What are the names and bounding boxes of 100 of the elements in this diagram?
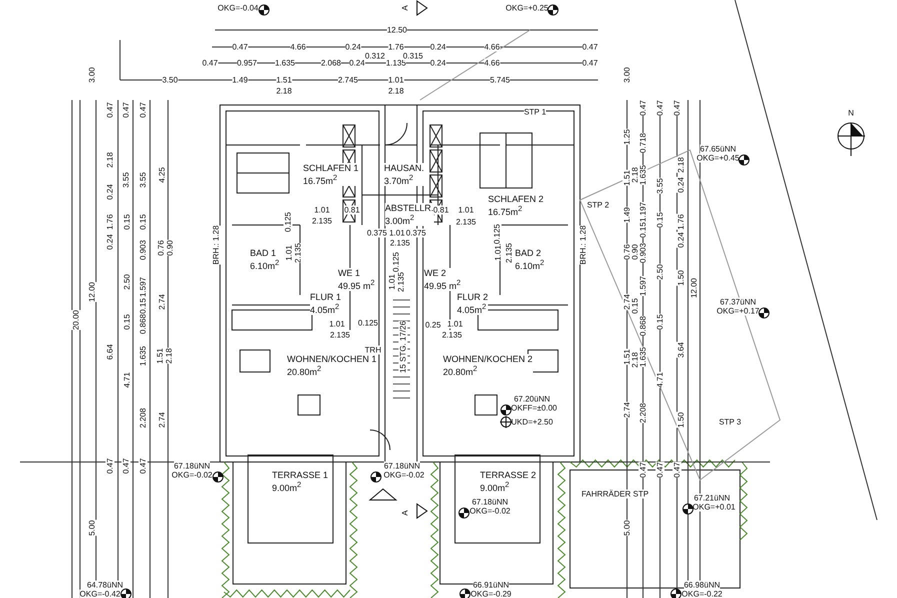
elevation-text: OKG=-0.04	[218, 4, 258, 12]
dimension-text: 3.00	[88, 67, 96, 83]
dimension-text: 0.312	[364, 52, 386, 60]
elevation-text: OKG=+0.25	[506, 4, 548, 12]
annotation-text: 15 STG. 17/26	[398, 320, 408, 374]
dimension-text: 0.125	[492, 224, 502, 244]
dimension-text: 2.50	[656, 264, 664, 280]
room-name: WOHNEN/KOCHEN 2	[443, 354, 533, 364]
dimension-text: 0.24	[430, 42, 446, 52]
annotation-text: TRH	[364, 346, 382, 354]
dimension-text: 4.71	[656, 372, 664, 388]
room-area: 49.95 m$^{2}$	[424, 278, 461, 291]
dimension-text: 12.50	[386, 26, 408, 34]
dimension-text: 1.635	[274, 58, 296, 68]
dimension-text: 3.64	[676, 342, 686, 358]
dimension-text: 2.74	[622, 294, 632, 310]
dimension-text: 1.76	[676, 214, 686, 230]
room-area: 3.70m$^{2}$	[384, 173, 424, 186]
dimension-text: 0.76	[156, 240, 166, 256]
dimension-text: 1.51	[276, 76, 292, 84]
dimension-text: 1.51	[622, 170, 632, 186]
dimension-text: 0.47	[638, 462, 648, 478]
dimension-text: 1.635	[138, 346, 148, 366]
dimension-text: 3.00	[622, 67, 632, 83]
room-area: 20.80m$^{2}$	[443, 364, 533, 377]
room-area: 4.05m$^{2}$	[457, 302, 488, 315]
annotation-text: FAHRRÄDER STP	[581, 490, 649, 498]
dimension-text: 2.135	[442, 330, 462, 340]
dimension-text: 2.135	[504, 242, 514, 264]
dimension-text: 2.135	[294, 242, 302, 264]
dimension-text: 5.00	[622, 520, 632, 536]
dimension-text: 1.51	[156, 348, 164, 364]
elevation-text: UKD=+2.50	[511, 418, 553, 426]
dimension-text: 2.18	[164, 348, 174, 364]
annotation-text: BRH.: 1.28	[578, 225, 588, 265]
room-area: 3.00m$^{2}$	[385, 213, 434, 226]
dimension-text: 1.76	[106, 214, 114, 230]
room-area: 6.10m$^{2}$	[250, 258, 280, 271]
dimension-text: 0.24	[430, 58, 446, 68]
elevation-text: 67.18üNN	[472, 498, 508, 506]
dimension-text: 0.47	[232, 42, 248, 52]
dimension-text: 0.47	[106, 102, 114, 118]
elevation-text: 67.20üNN	[514, 394, 550, 404]
dimension-text: 0.315	[402, 52, 424, 60]
dimension-text: 0.868	[138, 314, 148, 334]
dimension-text: 4.71	[122, 372, 132, 388]
dimension-text: 1.135	[386, 58, 406, 68]
room-name: FLUR 2	[457, 292, 488, 302]
elevation-text: 64.78üNN	[86, 580, 124, 590]
elevation-text: OKFF=±0.00	[511, 404, 557, 412]
room-area: 4.05m$^{2}$	[310, 302, 342, 315]
elevation-text: OKG=+0.45	[696, 154, 740, 162]
dimension-text: 6.64	[106, 344, 114, 360]
dimension-text: 5.745	[490, 76, 510, 84]
dimension-text: 0.47	[656, 100, 664, 116]
dimension-text: 0.125	[358, 318, 378, 328]
elevation-text: OKG=+0.01	[692, 502, 736, 512]
dimension-text: 2.135	[456, 218, 476, 226]
dimension-text: 0.47	[638, 100, 648, 116]
dimension-text: 12.00	[690, 278, 698, 298]
dimension-text: 0.718	[638, 132, 648, 154]
dimension-text: 1.01	[447, 320, 463, 328]
dimension-text: 0.47	[106, 458, 114, 474]
elevation-text: OKG=+0.17	[716, 306, 760, 316]
annotation-text: A	[400, 5, 410, 11]
dimension-text: 1.197	[638, 202, 648, 222]
dimension-text: 2.74	[622, 402, 632, 418]
dimension-text: 0.15	[638, 222, 648, 238]
dimension-text: 0.47	[672, 462, 682, 478]
dimension-text: 0.24	[106, 184, 114, 200]
dimension-text: 2.135	[312, 216, 332, 226]
dimension-text: 1.635	[638, 164, 648, 186]
dimension-text: 1.01	[388, 274, 396, 290]
dimension-text: 1.76	[388, 42, 404, 52]
dimension-text: 0.24	[106, 234, 114, 250]
dimension-text: 2.745	[338, 76, 358, 84]
dimension-text: 1.51	[622, 349, 632, 365]
dimension-text: 1.49	[232, 76, 248, 84]
room-name: HAUSAN.	[384, 163, 424, 173]
room-name: ABSTELLR.	[385, 203, 434, 213]
dimension-text: 2.068	[320, 58, 342, 68]
room-area: 49.95 m$^{2}$	[338, 278, 375, 291]
dimension-text: 3.50	[162, 76, 178, 84]
dimension-text: 0.903	[638, 242, 648, 264]
elevation-text: OKG=-0.02	[470, 506, 510, 516]
room-name: TERRASSE 2	[480, 470, 536, 480]
dimension-text: 0.15	[138, 214, 148, 230]
dimension-text: 0.24	[345, 42, 361, 52]
elevation-text: OKG=-0.02	[172, 470, 212, 480]
room-name: FLUR 1	[310, 292, 342, 302]
annotation-text: STP 2	[586, 200, 610, 210]
dimension-text: 3.55	[122, 172, 130, 188]
dimension-text: 1.49	[622, 207, 632, 223]
annotation-text: N	[848, 108, 854, 118]
dimension-text: 2.74	[158, 294, 166, 310]
dimension-text: 0.25	[425, 320, 441, 330]
dimension-text: 0.47	[582, 58, 598, 68]
dimension-text: 1.635	[638, 346, 648, 368]
dimension-text: 1.50	[676, 270, 686, 286]
dimension-text: 0.15	[122, 314, 132, 330]
